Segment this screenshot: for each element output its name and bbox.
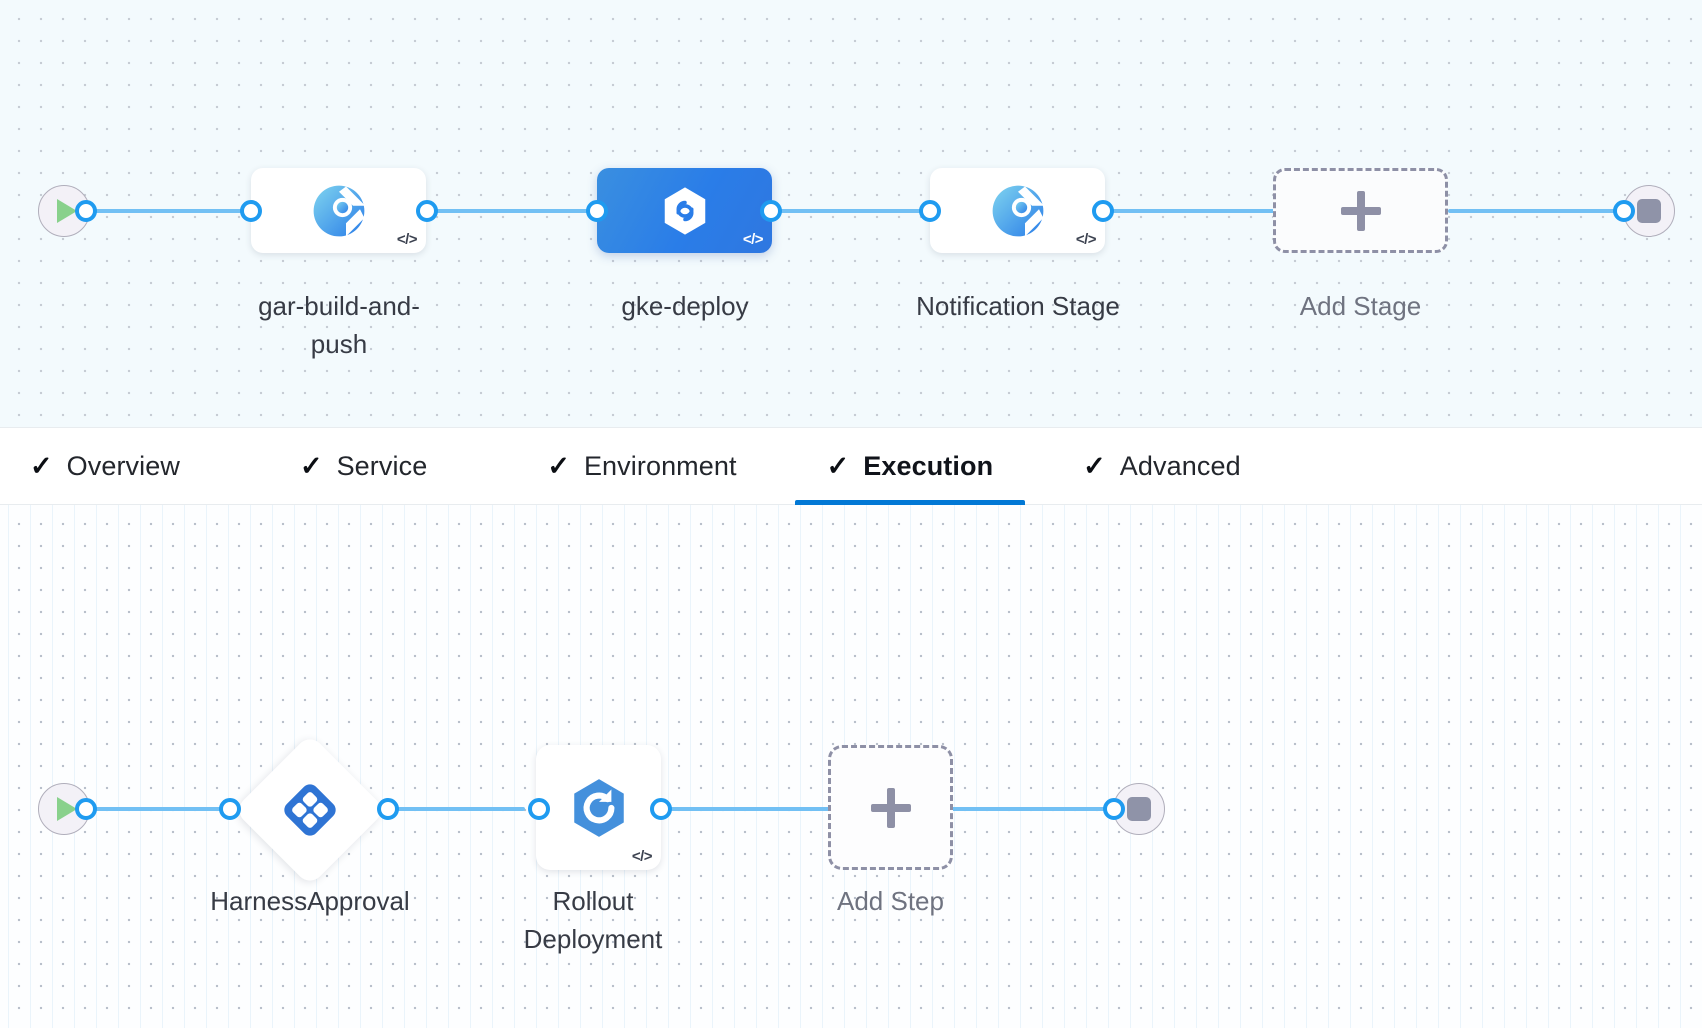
harness-ci-build-icon [992, 185, 1044, 236]
tab-label: Overview [66, 450, 180, 481]
stop-icon [1637, 199, 1661, 223]
step-node-rollout-deployment[interactable]: </> [536, 745, 661, 870]
harness-approval-icon [284, 784, 336, 836]
step-connector-1 [380, 807, 525, 811]
add-stage-button[interactable] [1273, 168, 1448, 253]
tab-label: Advanced [1119, 450, 1241, 481]
stage-connector-2 [763, 209, 933, 213]
yaml-code-badge[interactable]: </> [1075, 231, 1097, 248]
stage-node-port-in-0[interactable] [240, 200, 262, 222]
stop-icon [1127, 797, 1151, 821]
tab-label: Execution [863, 450, 994, 481]
stage-node-notification-stage[interactable]: </> [930, 168, 1105, 253]
execution-step-graph[interactable]: HarnessApproval </> Rollout Deployment A… [0, 505, 1702, 1028]
stage-connector-0 [68, 209, 268, 213]
plus-icon [870, 787, 911, 828]
yaml-code-badge[interactable]: </> [396, 231, 418, 248]
step-end-port[interactable] [1103, 798, 1125, 820]
stage-card-selected[interactable]: </> [597, 168, 772, 253]
stage-label-2: Notification Stage [916, 291, 1120, 321]
add-step-label: Add Step [837, 886, 944, 916]
add-step-button[interactable] [828, 745, 953, 870]
step-card[interactable]: </> [536, 745, 661, 870]
tab-execution[interactable]: ✓ Execution [794, 428, 1026, 505]
tab-advanced[interactable]: ✓ Advanced [1079, 428, 1245, 504]
step-start-port[interactable] [75, 798, 97, 820]
stage-node-port-in-2[interactable] [919, 200, 941, 222]
play-icon [56, 797, 77, 821]
stage-node-port-out-1[interactable] [760, 200, 782, 222]
step-node-port-out-0[interactable] [377, 798, 399, 820]
step-connector-2 [650, 807, 830, 811]
stage-node-gar-build-and-push[interactable]: </> [251, 168, 426, 253]
step-node-port-in-0[interactable] [219, 798, 241, 820]
harness-cd-deploy-icon [664, 186, 705, 235]
rollout-deployment-icon [573, 778, 624, 837]
step-label-1: Rollout Deployment [523, 886, 663, 954]
step-connector-0 [68, 807, 258, 811]
stage-node-port-out-2[interactable] [1092, 200, 1114, 222]
yaml-code-badge[interactable]: </> [742, 231, 764, 248]
check-icon: ✓ [547, 450, 570, 481]
check-icon: ✓ [826, 450, 850, 481]
check-icon: ✓ [30, 450, 53, 481]
stage-connector-4 [1448, 209, 1623, 213]
stage-node-port-in-1[interactable] [586, 200, 608, 222]
stage-connector-1 [420, 209, 600, 213]
stage-connector-3 [1095, 209, 1277, 213]
check-icon: ✓ [299, 450, 323, 481]
stage-card[interactable]: </> [930, 168, 1105, 253]
step-label-0: HarnessApproval [210, 886, 410, 916]
stage-label-1: gke-deploy [621, 291, 749, 321]
harness-ci-build-icon [313, 185, 365, 236]
tab-environment[interactable]: ✓ Environment [543, 428, 740, 504]
stage-label-0: gar-build-and-push [258, 291, 420, 359]
step-node-port-in-1[interactable] [528, 798, 550, 820]
tab-overview[interactable]: ✓ Overview [26, 428, 184, 504]
diamond-shape[interactable] [233, 733, 387, 887]
tab-label: Service [336, 450, 428, 481]
stage-end-port[interactable] [1613, 200, 1635, 222]
tab-label: Environment [583, 450, 737, 481]
play-icon [56, 199, 77, 223]
plus-icon [1340, 190, 1381, 231]
stage-node-gke-deploy[interactable]: </> [597, 168, 772, 253]
stage-config-tabs[interactable]: ✓ Overview ✓ Service ✓ Environment ✓ Exe… [0, 427, 1702, 505]
tab-service[interactable]: ✓ Service [296, 428, 431, 504]
step-node-port-out-1[interactable] [650, 798, 672, 820]
yaml-code-badge[interactable]: </> [631, 848, 653, 865]
stage-start-port[interactable] [75, 200, 97, 222]
pipeline-stage-graph[interactable]: </> gar-build-and-push </> gke-deploy [0, 0, 1702, 427]
check-icon: ✓ [1083, 450, 1106, 481]
step-connector-3 [950, 807, 1110, 811]
stage-node-port-out-0[interactable] [416, 200, 438, 222]
step-node-harness-approval[interactable] [233, 733, 387, 887]
stage-card[interactable]: </> [251, 168, 426, 253]
add-stage-label: Add Stage [1299, 291, 1422, 321]
